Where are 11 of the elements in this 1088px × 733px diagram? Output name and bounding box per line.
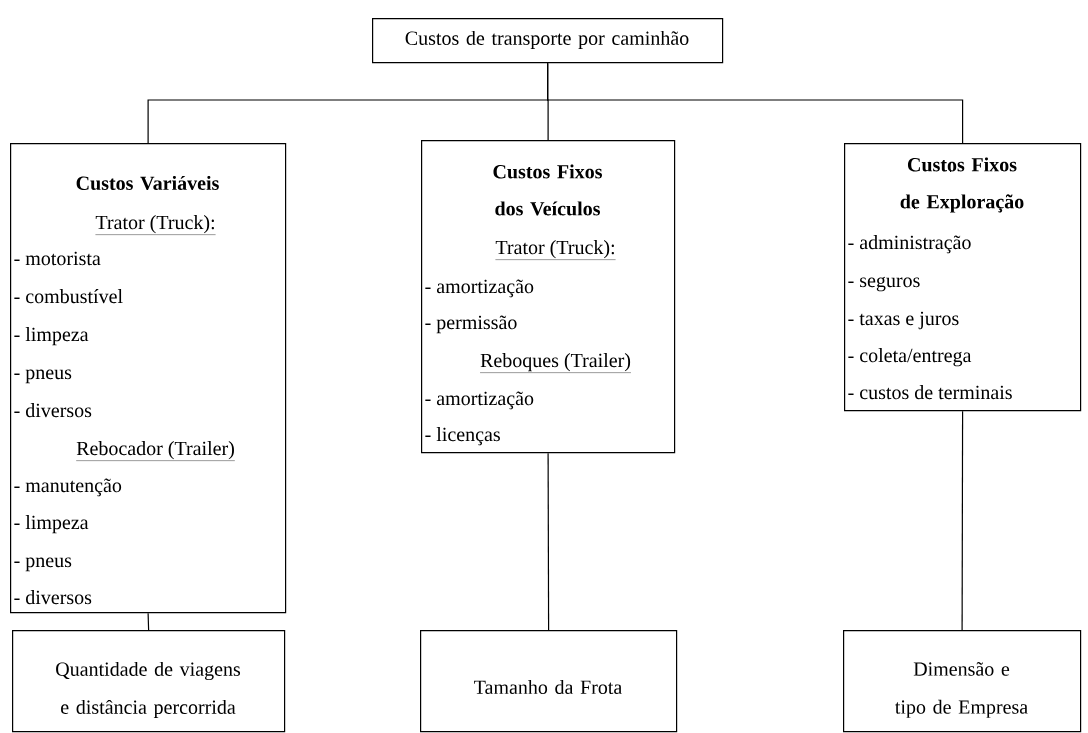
cost-box: Dimensão e tipo de Empresa — [843, 630, 1082, 733]
connector-line — [961, 410, 964, 631]
cost-box: Custos Fixos dos Veículos Trator (Truck): - amortização - permissão Reboques (Trailer) - amortização - licenças — [421, 140, 676, 454]
cost-box: Tamanho da Frota — [420, 630, 678, 733]
cost-box: Custos Variáveis Trator (Truck): - motorista - combustível - limpeza - pneus - diversos Rebocador (Trailer) - manutenção - limpeza - pneus - diversos — [10, 143, 287, 614]
cost-box: Quantidade de viagens e distância percorrida — [12, 630, 286, 733]
title-box: Custos de transporte por caminhão — [372, 18, 724, 64]
cost-box: Custos Fixos de Exploração - administração - seguros - taxas e juros - coleta/entrega - custos de terminais — [844, 143, 1082, 412]
connector-line — [147, 612, 150, 631]
connector-line — [547, 62, 964, 144]
connector-line — [547, 452, 550, 631]
